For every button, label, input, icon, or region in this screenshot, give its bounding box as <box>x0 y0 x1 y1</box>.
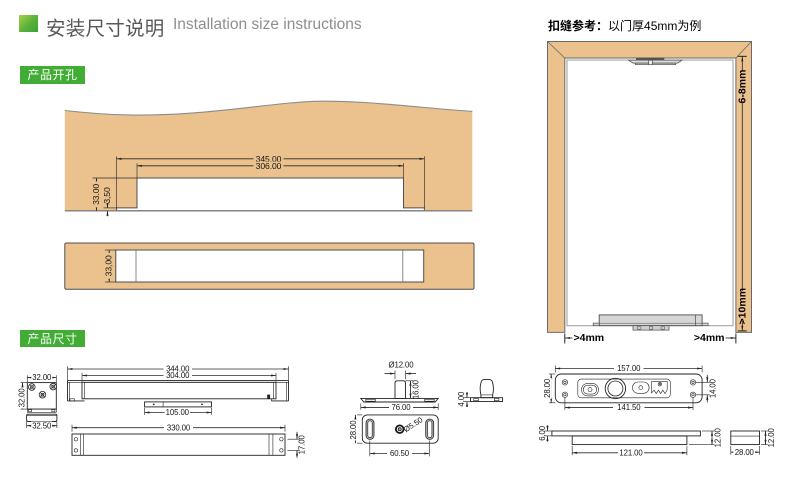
door-panel <box>566 59 734 327</box>
dim-strike-hole-spacing-h: 141.50 <box>617 403 641 412</box>
gap-reference-note: 扣缝参考：以门厚45mm为例 <box>548 17 701 34</box>
gap-reference-note-rest: 以门厚45mm为例 <box>608 17 702 34</box>
dim-strike-width: 28.00 <box>543 378 552 398</box>
dim-strike-flange-thickness: 6.00 <box>538 425 547 441</box>
section-badge-product-size: 产品尺寸 <box>20 329 85 347</box>
dim-strike-length: 157.00 <box>617 364 641 373</box>
dim-pin-diameter: Ø12.00 <box>389 361 415 370</box>
dim-top-gap: 6-8mm <box>736 70 748 104</box>
dim-body-inner-length: 304.00 <box>166 371 190 380</box>
dim-pin-height: 16.00 <box>411 379 420 399</box>
lock-body-end-view: 32.00 32.00 32.50 <box>18 373 58 430</box>
dim-back-length: 330.00 <box>167 423 191 432</box>
dim-cutout-outer-width: 345.00 <box>256 154 282 164</box>
dim-body-overall-length: 344.00 <box>166 365 190 374</box>
gap-reference-note-bold: 扣缝参考： <box>548 17 609 34</box>
dim-pin-slot-spacing: 60.50 <box>390 449 410 458</box>
top-guide-assembly <box>627 57 684 66</box>
dim-cutout-side-depth: 33,00 <box>103 255 113 276</box>
dim-end-width: 32.00 <box>32 373 52 382</box>
dim-floor-guide-thickness: 4.00 <box>457 391 466 407</box>
dim-strike-end-width: 28.00 <box>735 448 755 457</box>
dim-cutout-depth: 33.00 <box>91 184 101 205</box>
dim-body-plate-length: 105.00 <box>166 408 190 417</box>
dim-strike-body-length: 121.00 <box>619 448 643 457</box>
gap-reference-diagram: 6-8mm >10mm >4mm >4mm <box>547 41 752 344</box>
guide-pin-side-view: Ø12.00 16.00 76.00 <box>359 361 440 412</box>
dim-end-height: 32.00 <box>18 388 27 408</box>
guide-pin-top-view: Ø5.50 28.00 60.50 <box>349 414 439 458</box>
dim-end-base-width: 32.50 <box>32 421 52 430</box>
dim-right-gap: >4mm <box>694 332 725 344</box>
strike-plate-side-view: 6.00 121.00 12.00 <box>538 425 722 457</box>
lock-body-back-view: 330.00 17.00 <box>71 423 306 458</box>
page-title-en: Installation size instructions <box>173 16 362 33</box>
dim-strike-hole-spacing-v: 14.00 <box>709 378 718 398</box>
cutout-front-view: 345.00 306.00 33.00 3,50 <box>64 100 473 217</box>
dim-pin-plate-length: 76.00 <box>391 403 411 412</box>
cutout-side-view: 33,00 <box>64 242 475 290</box>
dim-strike-side-height: 12.00 <box>713 428 722 448</box>
dim-cutout-inner-width: 306.00 <box>256 161 282 171</box>
dim-back-hole-spacing: 17.00 <box>297 435 306 455</box>
floor-guide-side-view: 4.00 <box>457 378 504 407</box>
strike-plate-end-view: 12.00 28.00 <box>730 428 776 457</box>
dim-cutout-step-depth: 3,50 <box>102 187 112 204</box>
dim-pin-plate-width: 28.00 <box>349 420 358 440</box>
page-title-cn: 安装尺寸说明 <box>46 12 165 41</box>
lock-body-front-view: 344.00 304.00 105.00 <box>67 365 289 417</box>
bottom-lock-assembly <box>592 314 709 331</box>
dim-left-gap: >4mm <box>574 332 605 344</box>
green-bullet-icon <box>19 15 38 32</box>
dim-bottom-clearance: >10mm <box>736 288 748 324</box>
dim-strike-end-height: 12.00 <box>767 428 776 448</box>
section-badge-product-cutout: 产品开孔 <box>20 66 85 84</box>
dim-pin-hole-diameter: Ø5.50 <box>402 415 425 434</box>
strike-plate-top-view: 157.00 28.00 141.50 14.00 <box>543 364 717 412</box>
